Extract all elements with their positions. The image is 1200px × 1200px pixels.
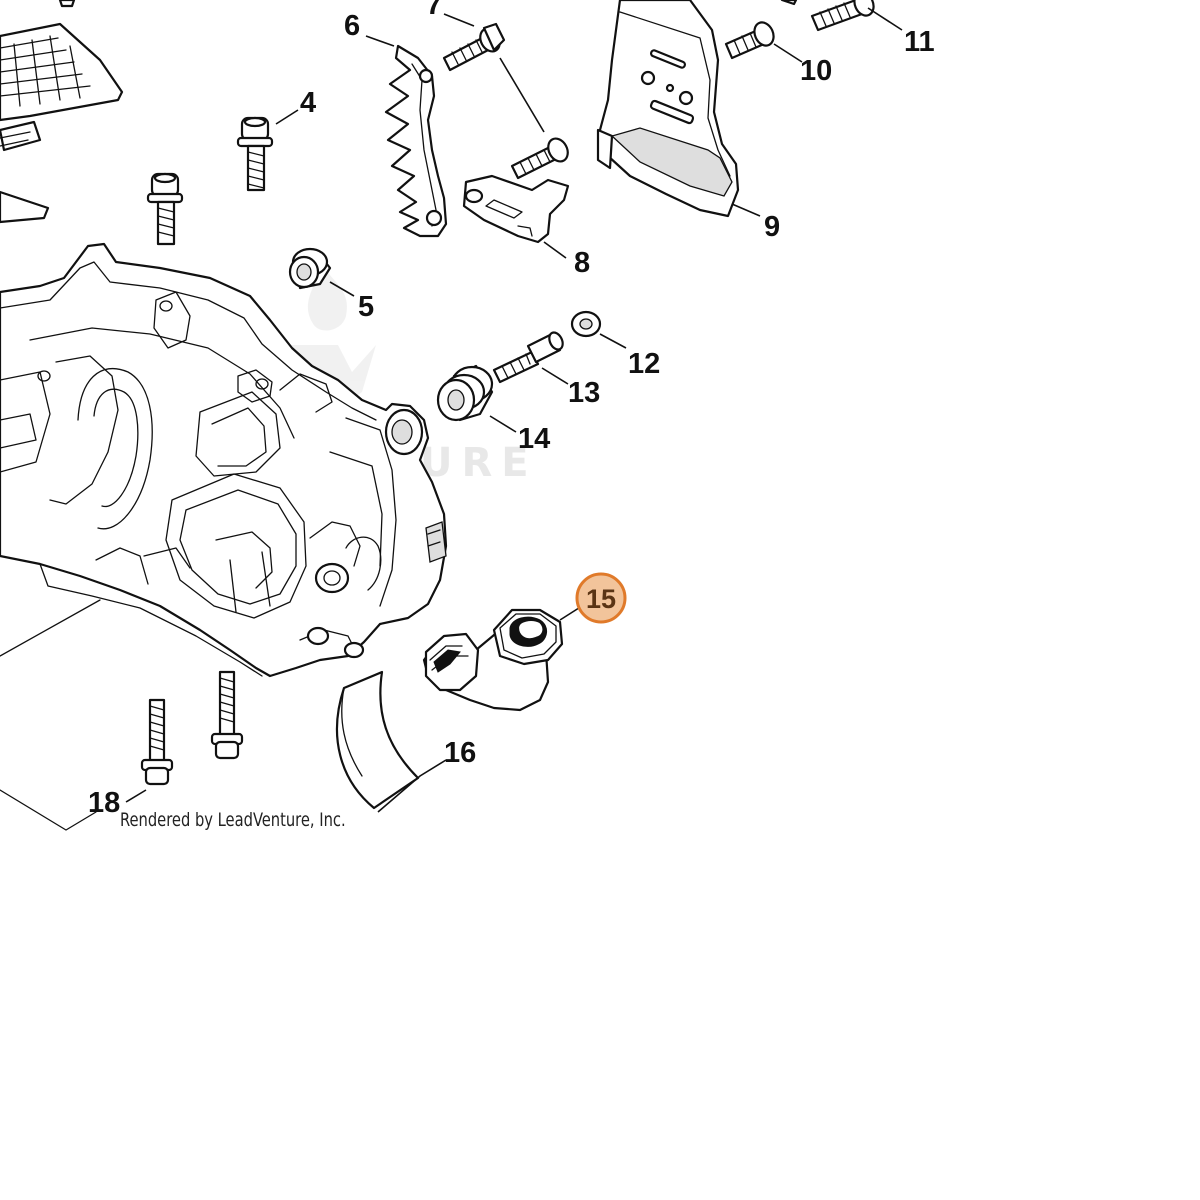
callout-4[interactable]: 4 [300, 87, 316, 119]
cover-fragment-bottom-left [0, 599, 101, 831]
part-6-spike-bumper [384, 44, 448, 238]
part-7-screw-upper [442, 22, 506, 72]
callout-5[interactable]: 5 [358, 291, 374, 323]
callout-7[interactable]: 7 [426, 0, 442, 21]
callout-8[interactable]: 8 [574, 247, 590, 279]
callout-14[interactable]: 14 [518, 423, 550, 455]
part-7-screw-lower [510, 137, 569, 180]
callout-9[interactable]: 9 [764, 211, 780, 243]
part-11-screw [810, 0, 875, 32]
part-4-bolt [236, 116, 274, 192]
render-credit: Rendered by LeadVenture, Inc. [120, 809, 346, 831]
small-screw-top-edge [780, 0, 798, 6]
part-14-buffer [436, 364, 494, 422]
cover-fragment-top-left [0, 0, 124, 224]
callout-18[interactable]: 18 [88, 787, 120, 819]
part-18-bolt [140, 698, 174, 786]
part-12-washer [570, 310, 602, 338]
part-9-guard-plate [596, 0, 740, 218]
crankcase-housing [0, 242, 448, 678]
part-5-grommet [288, 247, 332, 290]
callout-10[interactable]: 10 [800, 55, 832, 87]
callout-12[interactable]: 12 [628, 348, 660, 380]
part-4-bolt-second [146, 172, 184, 246]
callout-15[interactable]: 15 [586, 584, 616, 614]
callout-16[interactable]: 16 [444, 737, 476, 769]
callout-6[interactable]: 6 [344, 10, 360, 42]
part-15-intake-elbow [422, 608, 564, 712]
callout-labels: 6 7 4 5 8 9 10 11 12 13 14 16 18 [88, 0, 935, 819]
part-18-bolt-second [210, 670, 244, 760]
callout-11[interactable]: 11 [904, 26, 935, 58]
part-10-screw [724, 21, 775, 60]
part-13-stud [492, 331, 564, 384]
callout-15-highlight[interactable]: 15 [575, 572, 627, 624]
leader-lines [125, 7, 903, 813]
callout-13[interactable]: 13 [568, 377, 600, 409]
part-8-clamp-plate [462, 174, 570, 244]
